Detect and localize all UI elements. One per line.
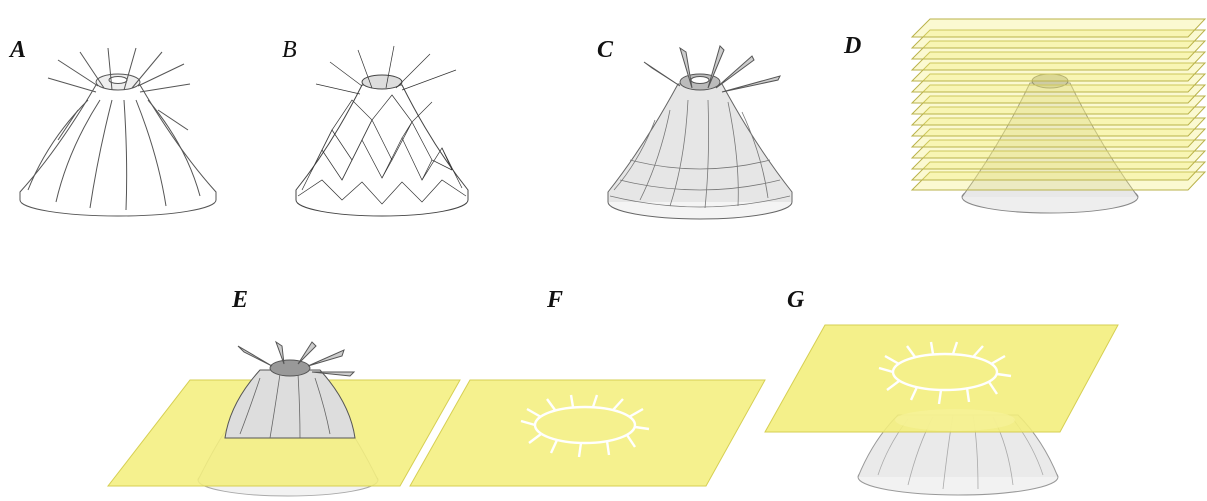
panel-d-label: D <box>844 34 861 58</box>
panel-b-impeller-mesh <box>296 46 468 216</box>
panel-a-label: A <box>10 38 26 62</box>
panel-e-label: E <box>232 288 248 312</box>
panel-f-plane-section <box>410 380 765 486</box>
panel-c-impeller-surface <box>608 46 792 219</box>
panel-e-plane-intersect <box>108 342 460 496</box>
panel-f-label: F <box>547 288 563 312</box>
panel-c-label: C <box>597 38 613 62</box>
panel-g-plane-lifted <box>765 325 1118 495</box>
panel-a-impeller-wireframe <box>20 48 216 216</box>
panel-d-stacked-planes <box>912 19 1205 213</box>
panel-b-label: B <box>282 38 297 62</box>
panel-g-label: G <box>787 288 804 312</box>
